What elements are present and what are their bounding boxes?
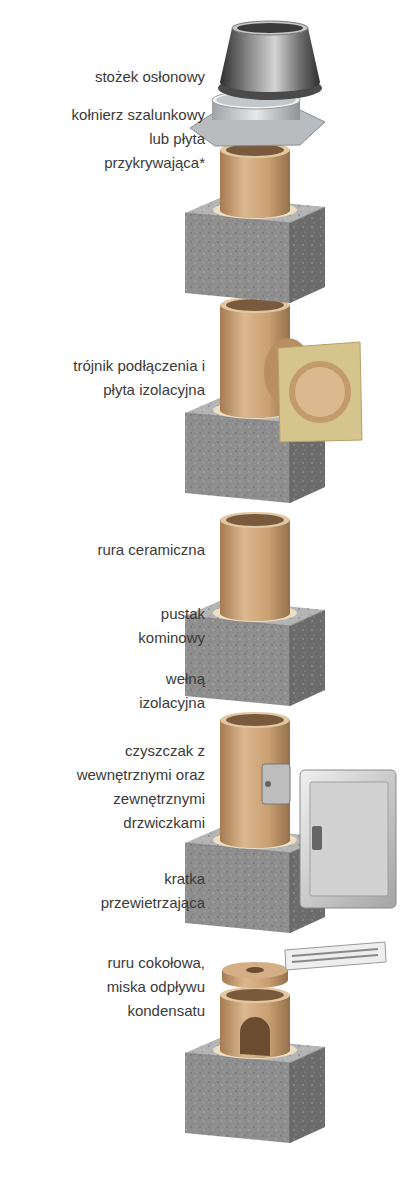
part-label: rura ceramiczna <box>75 538 205 562</box>
cleanout-pipe <box>220 712 290 848</box>
part-label: kołnierz szalunkowy lub płyta przykrywaj… <box>60 103 205 175</box>
part-label: wełną izolacyjna <box>125 667 205 715</box>
part-label: ruru cokołowa, miska odpływu kondensatu <box>77 951 205 1023</box>
outer-door <box>300 770 396 908</box>
ceramic-pipe <box>220 512 290 621</box>
part-label: kratka przewietrzająca <box>93 867 205 915</box>
part-label: trójnik podłączenia i płyta izolacyjna <box>65 354 205 402</box>
base-pipe <box>220 987 290 1058</box>
insulation-plate <box>278 342 362 442</box>
cover-cone <box>218 21 322 100</box>
vent-grate <box>285 942 386 970</box>
condensate-bowl <box>222 962 288 988</box>
part-label: stożek osłonowy <box>65 65 205 89</box>
part-label: czyszczak z wewnętrznymi oraz zewnętrzny… <box>75 739 205 835</box>
top-pipe <box>220 142 290 218</box>
part-label: pustak kominowy <box>130 602 205 650</box>
